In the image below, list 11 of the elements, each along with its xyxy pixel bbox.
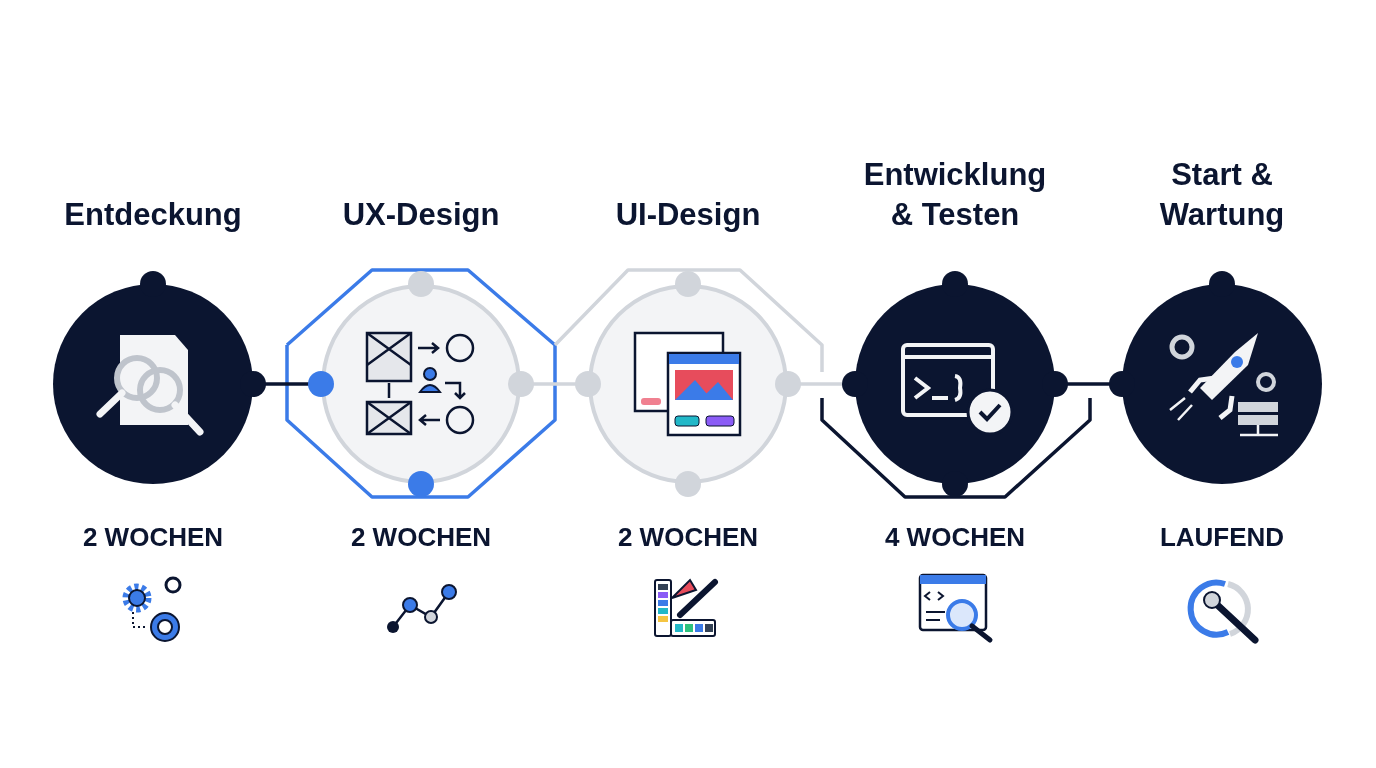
phase-title: Entwicklung & Testen bbox=[862, 156, 1048, 234]
phase-title: UI-Design bbox=[614, 196, 762, 234]
connector-line bbox=[508, 371, 601, 397]
phase-title: Entdeckung bbox=[63, 196, 243, 234]
duration-label: 4 WOCHEN bbox=[883, 522, 1027, 553]
phase-title: UX-Design bbox=[341, 196, 501, 234]
phase-title: Start & Wartung bbox=[1158, 156, 1286, 234]
duration-label: 2 WOCHEN bbox=[616, 522, 760, 553]
duration-label: 2 WOCHEN bbox=[81, 522, 225, 553]
duration-label: LAUFEND bbox=[1158, 522, 1286, 553]
duration-label: 2 WOCHEN bbox=[349, 522, 493, 553]
